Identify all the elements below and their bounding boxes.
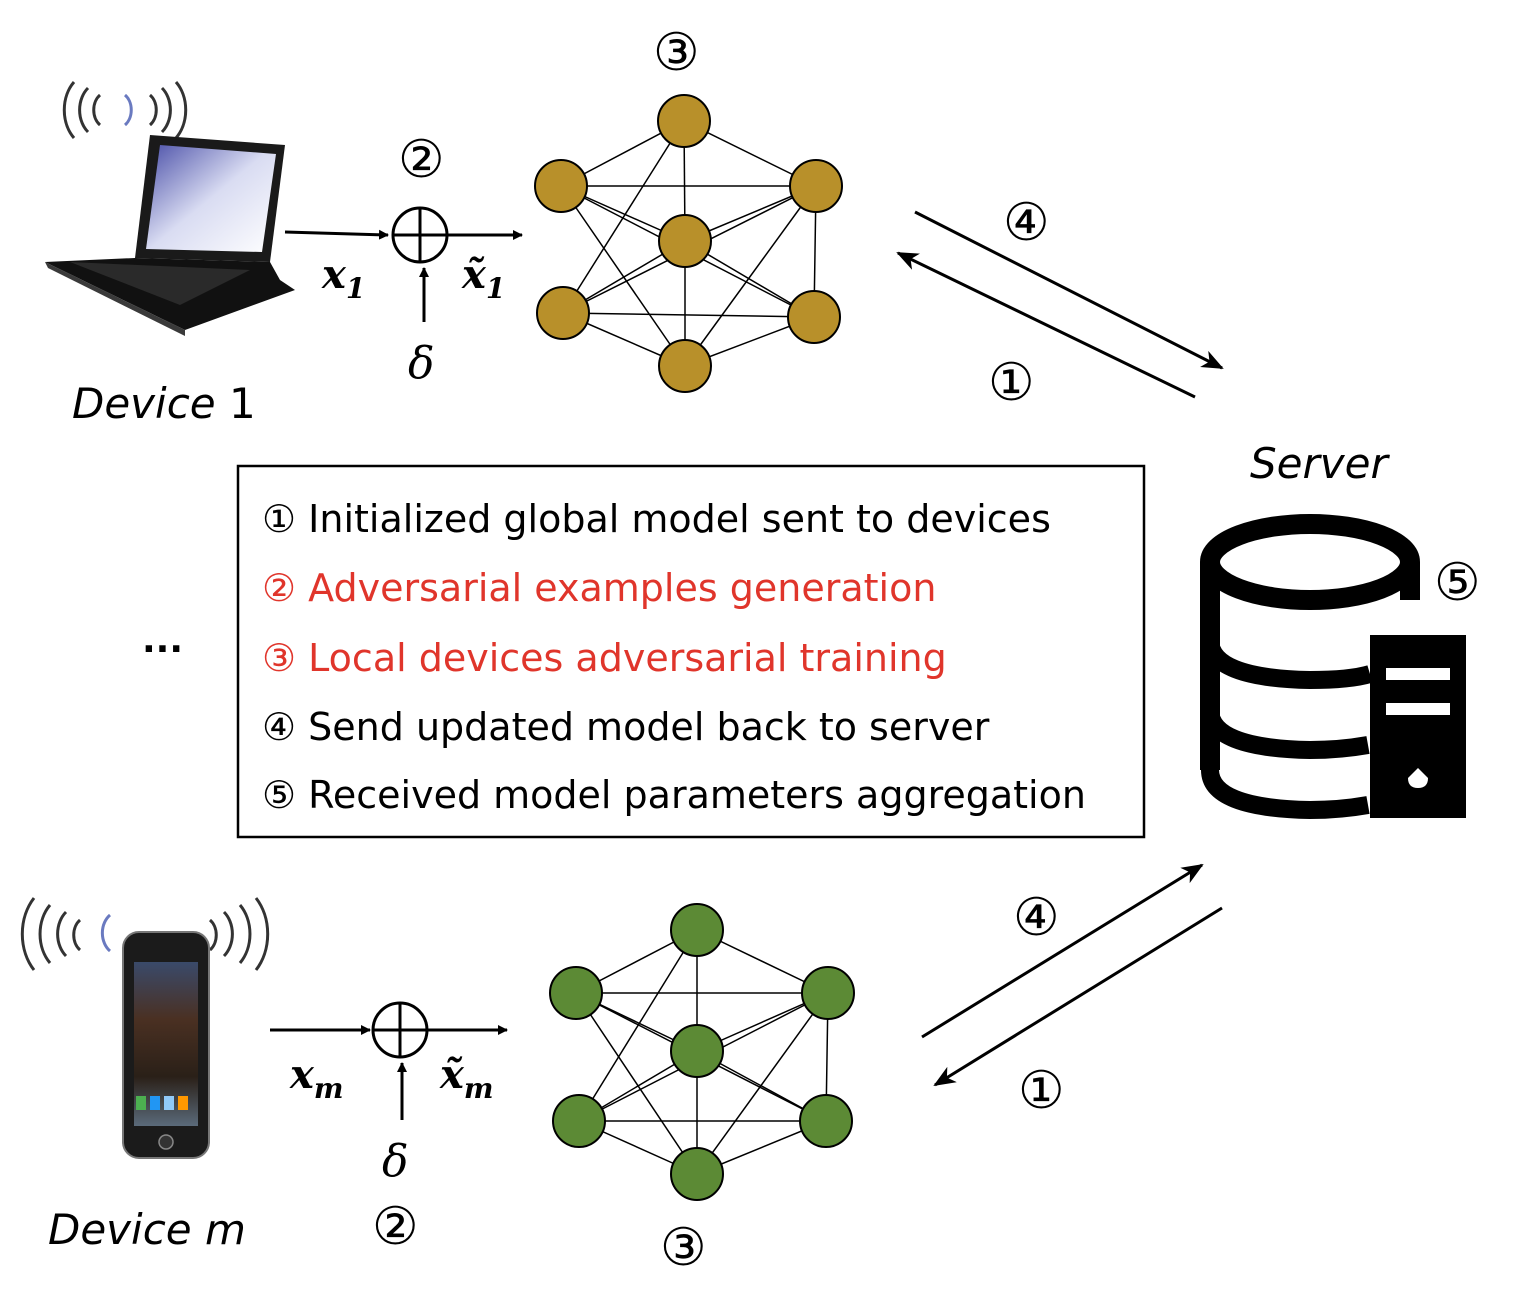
device-m-label: Device m [48,1205,246,1254]
more-devices-ellipsis: ... [142,620,183,661]
device-1-label: Device 1 [72,379,256,428]
network-edge [684,185,817,367]
step-3-marker-bottom: ③ [660,1218,707,1278]
network-node [534,159,588,213]
xm-tilde-label: x̃m [439,1051,494,1105]
network-node [670,903,724,957]
network-node [801,966,855,1020]
circled-plus-icon [391,206,449,264]
arrow-model-to-device-bottom [933,906,1223,1087]
legend-item-1: ① Initialized global model sent to devic… [262,497,1051,541]
network-edge [562,120,685,314]
arrow-update-to-server-top [914,210,1224,370]
network-node [799,1094,853,1148]
input-arrow-x1 [284,229,389,240]
legend-item-3: ③ Local devices adversarial training [262,636,947,680]
network-edge [696,992,829,1175]
legend-box [236,464,1146,839]
step-2-marker-bottom: ② [372,1197,419,1257]
network-node [787,290,841,344]
wireless-signal-icon [62,81,188,139]
network-edge [560,185,686,367]
network-node [670,1147,724,1201]
network-node [670,1024,724,1078]
step-1-marker-top: ① [988,353,1035,413]
network-node [658,339,712,393]
network-node [536,286,590,340]
wireless-signal-icon [20,897,270,971]
x1-tilde-label: x̃1 [461,251,505,305]
arrow-update-to-server-bottom [921,863,1204,1039]
xm-label: xm [289,1051,344,1105]
circled-plus-icon [371,1001,429,1059]
legend-item-5: ⑤ Received model parameters aggregation [262,773,1086,817]
legend-item-2: ② Adversarial examples generation [262,566,936,610]
x1-label: x1 [321,251,365,305]
legend: ① Initialized global model sent to devic… [262,497,1086,817]
step-4-marker-bottom: ④ [1013,888,1060,948]
smartphone-icon [122,931,210,1159]
delta-label-bottom: δ [382,1136,409,1187]
network-node [657,94,711,148]
delta-label-top: δ [408,338,435,389]
network-node [549,966,603,1020]
server-label: Server [1250,439,1390,488]
step-3-marker-top: ③ [653,23,700,83]
network-node [789,159,843,213]
arrow-model-to-device-top [896,251,1196,399]
network-node [658,214,712,268]
neural-network-bottom [549,903,855,1201]
legend-item-4: ④ Send updated model back to server [262,705,990,749]
neural-network-top [534,94,843,393]
laptop-icon [45,135,295,336]
step-5-marker: ⑤ [1434,553,1481,613]
step-1-marker-bottom: ① [1018,1061,1065,1121]
step-2-marker-top: ② [398,130,445,190]
database-server-icon [1200,514,1466,820]
network-node [552,1094,606,1148]
network-edge [575,992,698,1175]
network-edge [562,312,815,318]
step-4-marker-top: ④ [1003,193,1050,253]
